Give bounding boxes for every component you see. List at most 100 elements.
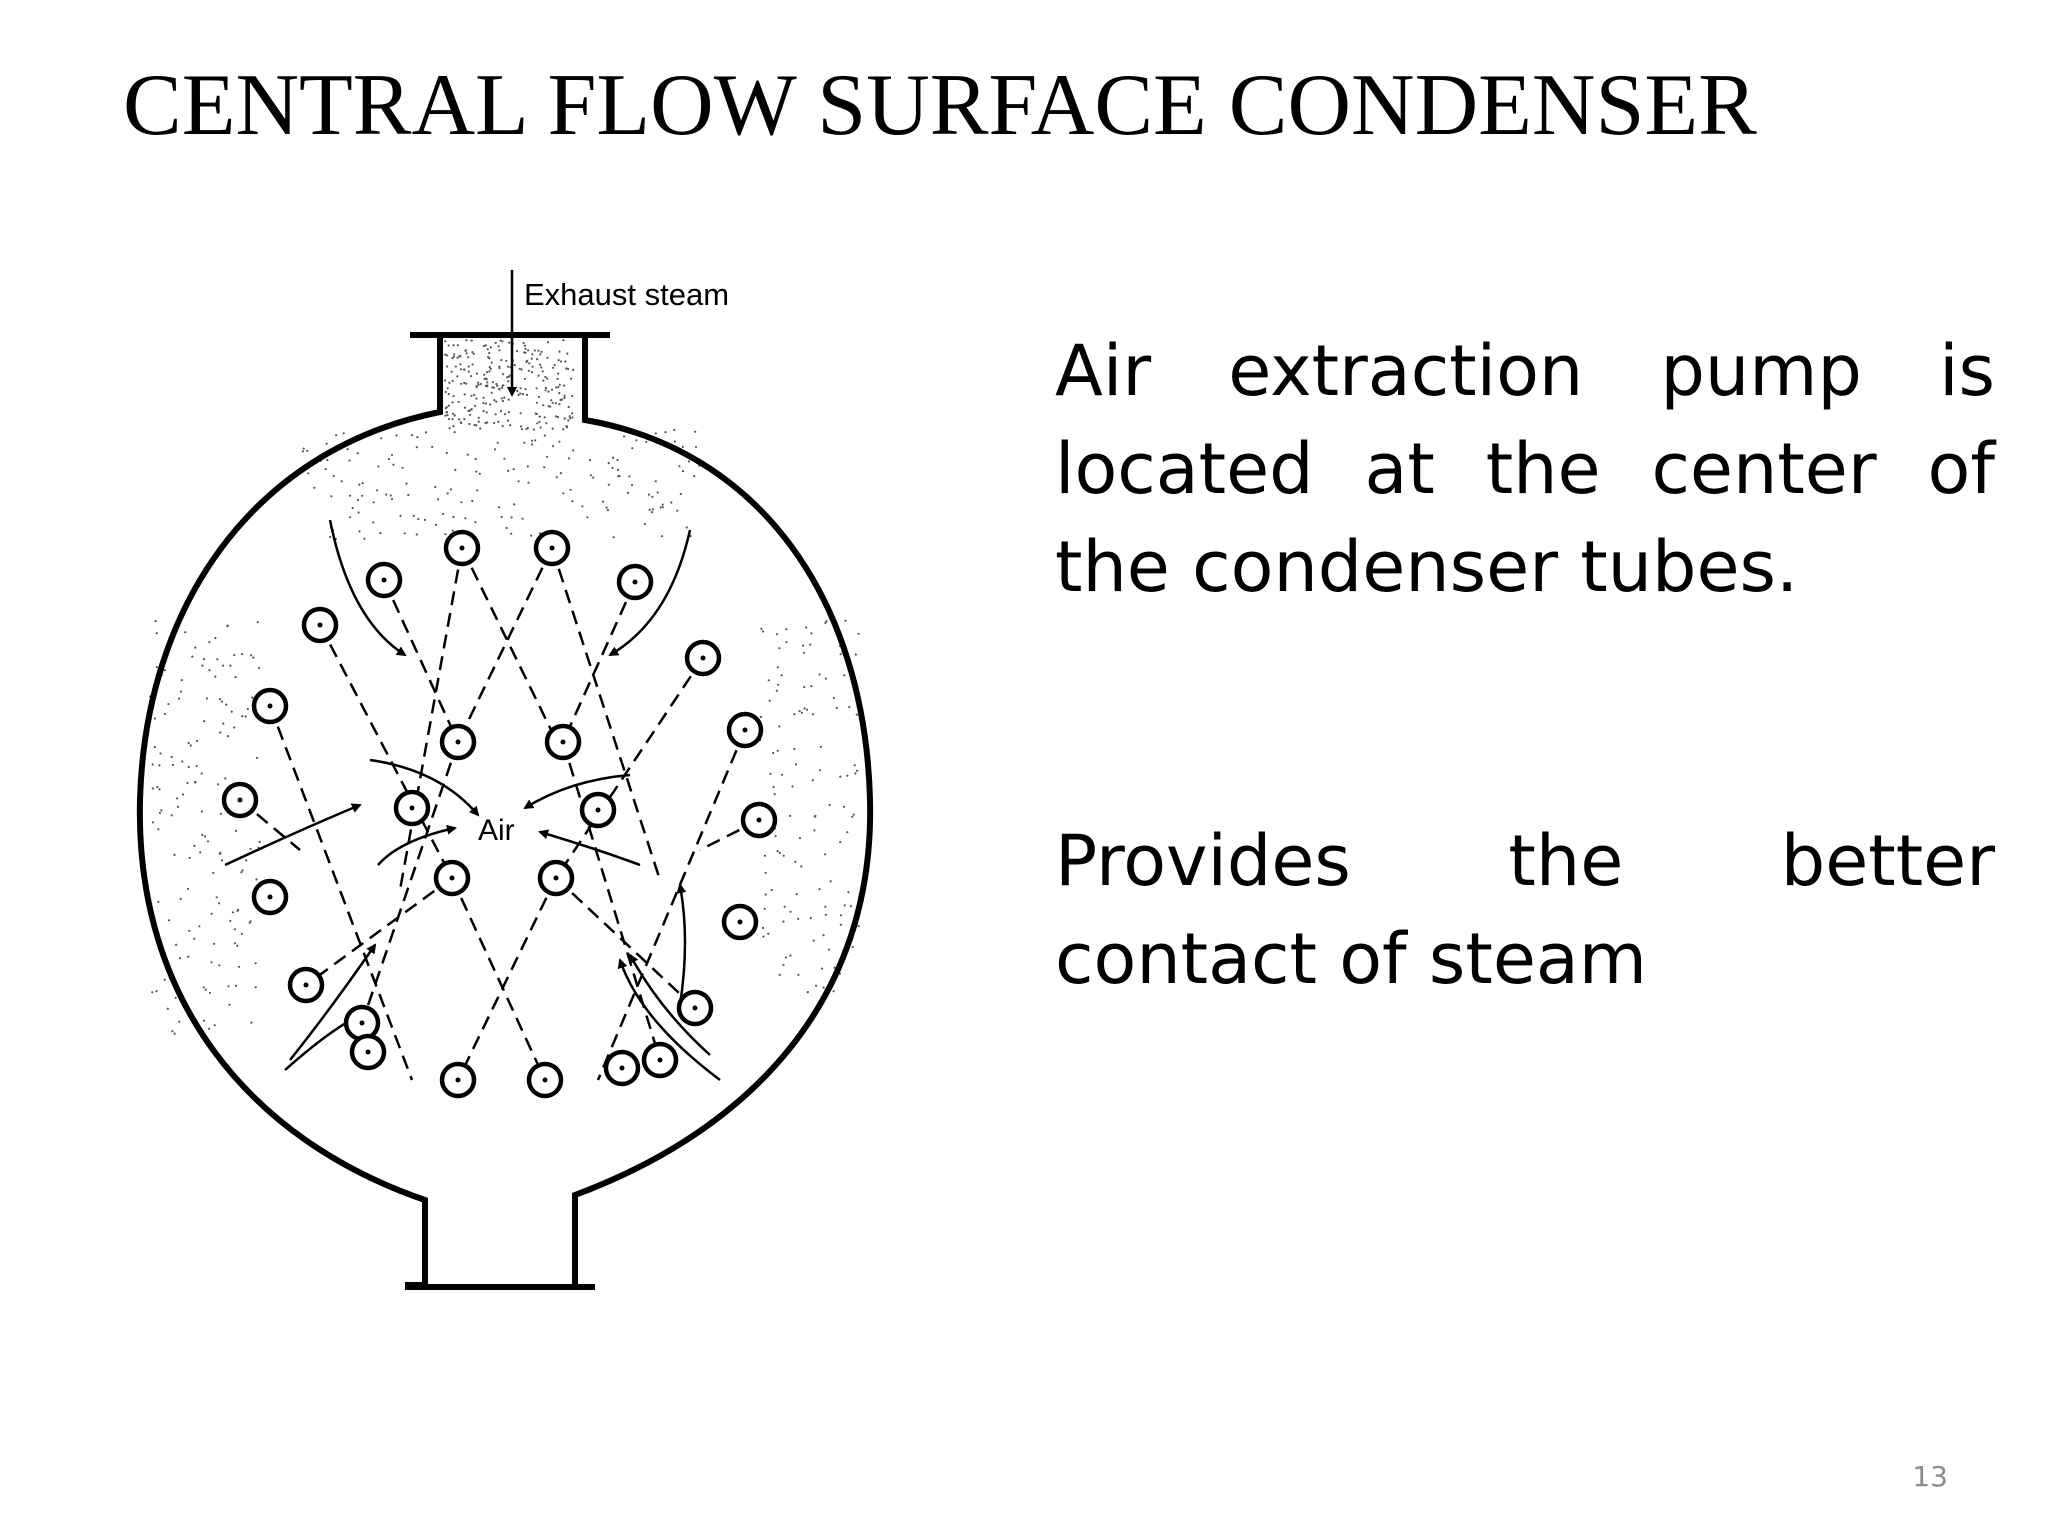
steam-dot [379, 532, 382, 535]
steam-dot [560, 360, 563, 363]
steam-dot [689, 534, 692, 538]
steam-dot [797, 917, 800, 921]
steam-dot [772, 751, 775, 755]
steam-dot [530, 439, 534, 442]
steam-dot [401, 466, 404, 469]
steam-dot [566, 352, 569, 355]
steam-dot [563, 396, 566, 400]
steam-dot [510, 532, 513, 535]
steam-dot [819, 745, 823, 748]
steam-dot [330, 495, 333, 498]
steam-dot [623, 435, 626, 438]
steam-dot [551, 445, 555, 448]
steam-dot [617, 475, 620, 478]
steam-dot [356, 452, 359, 455]
steam-dot [772, 785, 775, 789]
steam-dot [550, 388, 554, 391]
tube-center-dot [381, 577, 387, 583]
steam-dot [175, 943, 178, 946]
steam-dot [220, 700, 224, 703]
steam-dot [589, 474, 593, 477]
tube-center-dot [549, 545, 555, 551]
steam-dot [654, 432, 657, 435]
steam-dot [474, 521, 477, 524]
steam-dot [490, 391, 493, 394]
steam-dot [200, 810, 203, 813]
steam-dot [846, 831, 849, 834]
steam-dot [767, 932, 770, 935]
steam-dot [490, 361, 493, 364]
steam-dot [395, 434, 398, 437]
steam-dot [762, 935, 765, 938]
tube-row-dashed-line [268, 705, 414, 1081]
steam-dot [515, 350, 519, 353]
steam-dot [784, 956, 788, 959]
tube-row-dashed-line [596, 729, 747, 1081]
steam-dot [465, 382, 468, 385]
steam-dot [812, 939, 815, 942]
steam-dot [466, 453, 469, 456]
steam-dot [791, 785, 794, 788]
steam-dot [167, 703, 170, 706]
steam-dot [824, 853, 827, 856]
steam-dot [839, 841, 842, 844]
steam-dot [843, 904, 846, 907]
steam-dot [380, 437, 383, 440]
steam-dot [531, 443, 534, 446]
steam-dot [178, 697, 181, 700]
steam-dot [513, 503, 516, 506]
steam-dot [794, 763, 798, 766]
steam-dot [163, 978, 166, 981]
steam-dot [564, 360, 567, 363]
steam-dot [780, 674, 783, 677]
steam-dot [488, 366, 491, 369]
steam-dot [451, 379, 454, 382]
steam-dot [218, 902, 221, 905]
steam-dot [809, 916, 812, 920]
flow-arrow [224, 803, 362, 867]
steam-dot [567, 419, 570, 422]
steam-dot [151, 991, 154, 994]
steam-dot [839, 923, 842, 926]
steam-dot [456, 375, 459, 378]
steam-dot [301, 450, 304, 453]
page-number: 13 [1912, 1460, 1948, 1493]
steam-dot [507, 380, 510, 383]
steam-dot [202, 986, 205, 989]
steam-dot [234, 676, 237, 679]
steam-dot [486, 348, 489, 351]
steam-dot [459, 368, 462, 371]
steam-dot [793, 747, 796, 751]
steam-dot [256, 621, 259, 624]
steam-dot [184, 631, 187, 634]
steam-dot [851, 945, 854, 949]
steam-dot [809, 643, 812, 646]
steam-dot [372, 521, 375, 524]
steam-dot [452, 395, 455, 398]
steam-dot [179, 897, 182, 901]
steam-dot [448, 427, 451, 430]
steam-dot [857, 632, 860, 635]
tube-center-dot [692, 1005, 698, 1011]
steam-dot [217, 783, 220, 786]
steam-dot [813, 829, 816, 832]
steam-dot [563, 394, 566, 397]
steam-dot [457, 400, 460, 403]
steam-dot [530, 357, 533, 360]
steam-dot [839, 653, 842, 656]
steam-dot [497, 345, 500, 348]
steam-dot [446, 414, 449, 417]
steam-dot [559, 472, 563, 475]
steam-dot [240, 871, 243, 874]
steam-dot [527, 481, 530, 484]
tube-center-dot [542, 1077, 548, 1083]
steam-dot [519, 392, 522, 395]
steam-dot [230, 710, 233, 713]
steam-dot [519, 412, 522, 415]
steam-dot [562, 339, 565, 342]
steam-dot [555, 476, 558, 479]
steam-dot [651, 510, 654, 514]
steam-dot [246, 707, 249, 711]
steam-dot [541, 370, 544, 373]
